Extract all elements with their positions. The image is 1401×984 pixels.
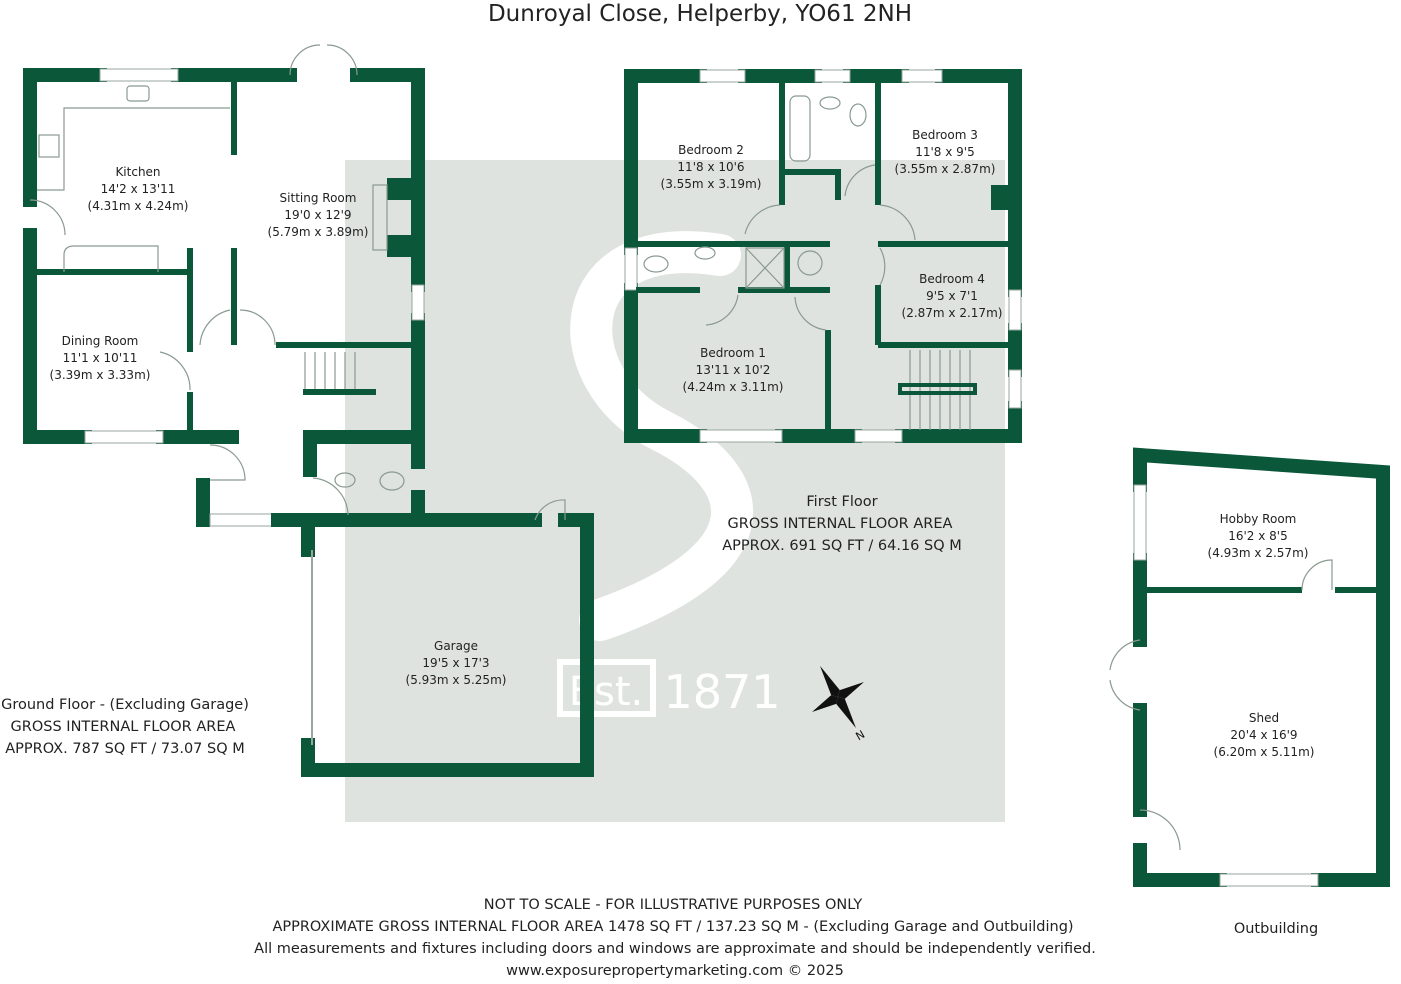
svg-text:APPROX. 787 SQ FT / 73.07 SQ M: APPROX. 787 SQ FT / 73.07 SQ M (5, 741, 245, 757)
room-label-hobby-room: Hobby Room 16'2 x 8'5 (4.93m x 2.57m) (1208, 512, 1309, 560)
svg-text:(4.24m x 3.11m): (4.24m x 3.11m) (683, 380, 784, 394)
svg-text:Dining Room: Dining Room (62, 334, 139, 348)
svg-text:(3.55m x 2.87m): (3.55m x 2.87m) (895, 162, 996, 176)
svg-text:(3.39m x 3.33m): (3.39m x 3.33m) (50, 368, 151, 382)
svg-text:20'4 x 16'9: 20'4 x 16'9 (1230, 728, 1297, 742)
footer-notes: NOT TO SCALE - FOR ILLUSTRATIVE PURPOSES… (254, 897, 1096, 979)
watermark-year: 1871 (663, 665, 780, 719)
svg-text:NOT TO SCALE - FOR ILLUSTRATIV: NOT TO SCALE - FOR ILLUSTRATIVE PURPOSES… (484, 897, 863, 913)
svg-text:www.exposurepropertymarketing.: www.exposurepropertymarketing.com © 2025 (506, 963, 844, 979)
room-label-sitting-room: Sitting Room 19'0 x 12'9 (5.79m x 3.89m) (268, 191, 369, 239)
svg-text:(5.79m x 3.89m): (5.79m x 3.89m) (268, 225, 369, 239)
room-label-bedroom-3: Bedroom 3 11'8 x 9'5 (3.55m x 2.87m) (895, 128, 996, 176)
svg-text:Kitchen: Kitchen (115, 165, 160, 179)
svg-text:(3.55m x 3.19m): (3.55m x 3.19m) (661, 177, 762, 191)
svg-text:14'2 x 13'11: 14'2 x 13'11 (101, 182, 176, 196)
room-label-garage: Garage 19'5 x 17'3 (5.93m x 5.25m) (406, 639, 507, 687)
ground-floor-area: Ground Floor - (Excluding Garage) GROSS … (1, 697, 249, 757)
svg-text:(5.93m x 5.25m): (5.93m x 5.25m) (406, 673, 507, 687)
watermark: Est. 1871 (345, 160, 1005, 822)
svg-text:Bedroom 1: Bedroom 1 (700, 346, 766, 360)
svg-text:Bedroom 4: Bedroom 4 (919, 272, 985, 286)
svg-text:11'1 x 10'11: 11'1 x 10'11 (63, 351, 138, 365)
svg-text:19'5 x 17'3: 19'5 x 17'3 (422, 656, 489, 670)
svg-text:(4.93m x 2.57m): (4.93m x 2.57m) (1208, 546, 1309, 560)
svg-text:11'8 x 9'5: 11'8 x 9'5 (915, 145, 975, 159)
svg-text:Shed: Shed (1249, 711, 1279, 725)
svg-text:16'2 x 8'5: 16'2 x 8'5 (1228, 529, 1288, 543)
svg-text:GROSS INTERNAL FLOOR AREA: GROSS INTERNAL FLOOR AREA (11, 719, 236, 735)
svg-text:Garage: Garage (434, 639, 478, 653)
page-title: Dunroyal Close, Helperby, YO61 2NH (488, 1, 912, 27)
svg-text:19'0 x 12'9: 19'0 x 12'9 (284, 208, 351, 222)
svg-text:(4.31m x 4.24m): (4.31m x 4.24m) (88, 199, 189, 213)
svg-text:All measurements and fixtures: All measurements and fixtures including … (254, 941, 1096, 957)
svg-text:APPROX. 691 SQ FT / 64.16 SQ M: APPROX. 691 SQ FT / 64.16 SQ M (722, 538, 962, 554)
svg-text:First Floor: First Floor (806, 494, 877, 510)
svg-text:(2.87m x 2.17m): (2.87m x 2.17m) (902, 306, 1003, 320)
svg-text:APPROXIMATE GROSS INTERNAL FLO: APPROXIMATE GROSS INTERNAL FLOOR AREA 14… (272, 919, 1073, 935)
room-label-kitchen: Kitchen 14'2 x 13'11 (4.31m x 4.24m) (88, 165, 189, 213)
svg-text:(6.20m x 5.11m): (6.20m x 5.11m) (1214, 745, 1315, 759)
room-label-bedroom-1: Bedroom 1 13'11 x 10'2 (4.24m x 3.11m) (683, 346, 784, 394)
first-floor-area: First Floor GROSS INTERNAL FLOOR AREA AP… (722, 494, 962, 554)
ground-floor-plan (23, 44, 594, 777)
first-floor-plan (624, 69, 1022, 443)
svg-text:11'8 x 10'6: 11'8 x 10'6 (677, 160, 744, 174)
svg-text:13'11 x 10'2: 13'11 x 10'2 (696, 363, 771, 377)
room-label-bedroom-2: Bedroom 2 11'8 x 10'6 (3.55m x 3.19m) (661, 143, 762, 191)
svg-text:Sitting Room: Sitting Room (280, 191, 357, 205)
svg-text:9'5 x 7'1: 9'5 x 7'1 (926, 289, 978, 303)
watermark-est: Est. (569, 669, 644, 715)
room-label-shed: Shed 20'4 x 16'9 (6.20m x 5.11m) (1214, 711, 1315, 759)
room-label-dining-room: Dining Room 11'1 x 10'11 (3.39m x 3.33m) (50, 334, 151, 382)
svg-text:GROSS INTERNAL FLOOR AREA: GROSS INTERNAL FLOOR AREA (728, 516, 953, 532)
svg-text:Bedroom 2: Bedroom 2 (678, 143, 744, 157)
svg-text:Bedroom 3: Bedroom 3 (912, 128, 978, 142)
compass-icon: N (812, 665, 867, 743)
svg-text:Ground Floor - (Excluding Gara: Ground Floor - (Excluding Garage) (1, 697, 249, 713)
outbuilding-label: Outbuilding (1234, 921, 1318, 937)
room-label-bedroom-4: Bedroom 4 9'5 x 7'1 (2.87m x 2.17m) (902, 272, 1003, 320)
svg-text:Hobby Room: Hobby Room (1220, 512, 1297, 526)
outbuilding-plan (1109, 447, 1390, 887)
